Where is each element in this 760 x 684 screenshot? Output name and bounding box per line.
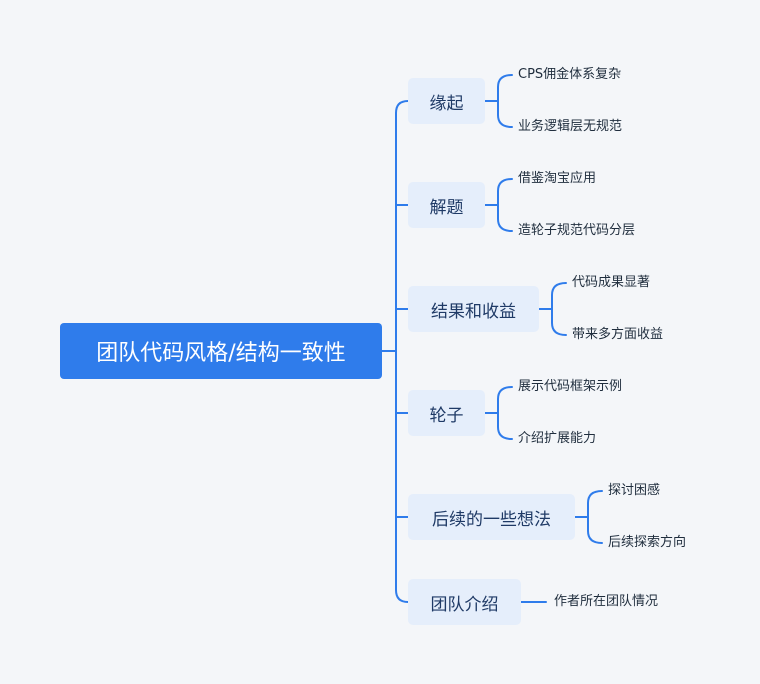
connector-line-15 <box>587 490 603 544</box>
connector-line-9 <box>497 178 513 232</box>
branch-future-ideas[interactable]: 后续的一些想法 <box>408 494 575 540</box>
branch-results[interactable]: 结果和收益 <box>408 286 539 332</box>
leaf-framework-example[interactable]: 展示代码框架示例 <box>518 379 623 394</box>
root-node[interactable]: 团队代码风格/结构一致性 <box>60 323 382 379</box>
leaf-discuss-confusion[interactable]: 探讨困感 <box>608 483 661 498</box>
connector-line-1 <box>395 100 409 603</box>
leaf-multiple-benefits[interactable]: 带来多方面收益 <box>572 327 664 342</box>
leaf-learn-taobao[interactable]: 借鉴淘宝应用 <box>518 171 597 186</box>
branch-wheel[interactable]: 轮子 <box>408 390 485 436</box>
branch-origin[interactable]: 缘起 <box>408 78 485 124</box>
connector-line-7 <box>497 74 513 128</box>
branch-solution[interactable]: 解题 <box>408 182 485 228</box>
connector-line-11 <box>551 282 567 336</box>
branch-team-intro[interactable]: 团队介绍 <box>408 579 521 625</box>
leaf-build-layering[interactable]: 造轮子规范代码分层 <box>518 223 636 238</box>
connector-line-13 <box>497 386 513 440</box>
leaf-code-results[interactable]: 代码成果显著 <box>572 275 651 290</box>
leaf-no-business-layer[interactable]: 业务逻辑层无规范 <box>518 119 623 134</box>
leaf-extension-ability[interactable]: 介绍扩展能力 <box>518 431 597 446</box>
leaf-future-exploration[interactable]: 后续探索方向 <box>608 535 687 550</box>
leaf-cps-complex[interactable]: CPS佣金体系复杂 <box>518 67 622 82</box>
leaf-team-situation[interactable]: 作者所在团队情况 <box>554 594 659 609</box>
